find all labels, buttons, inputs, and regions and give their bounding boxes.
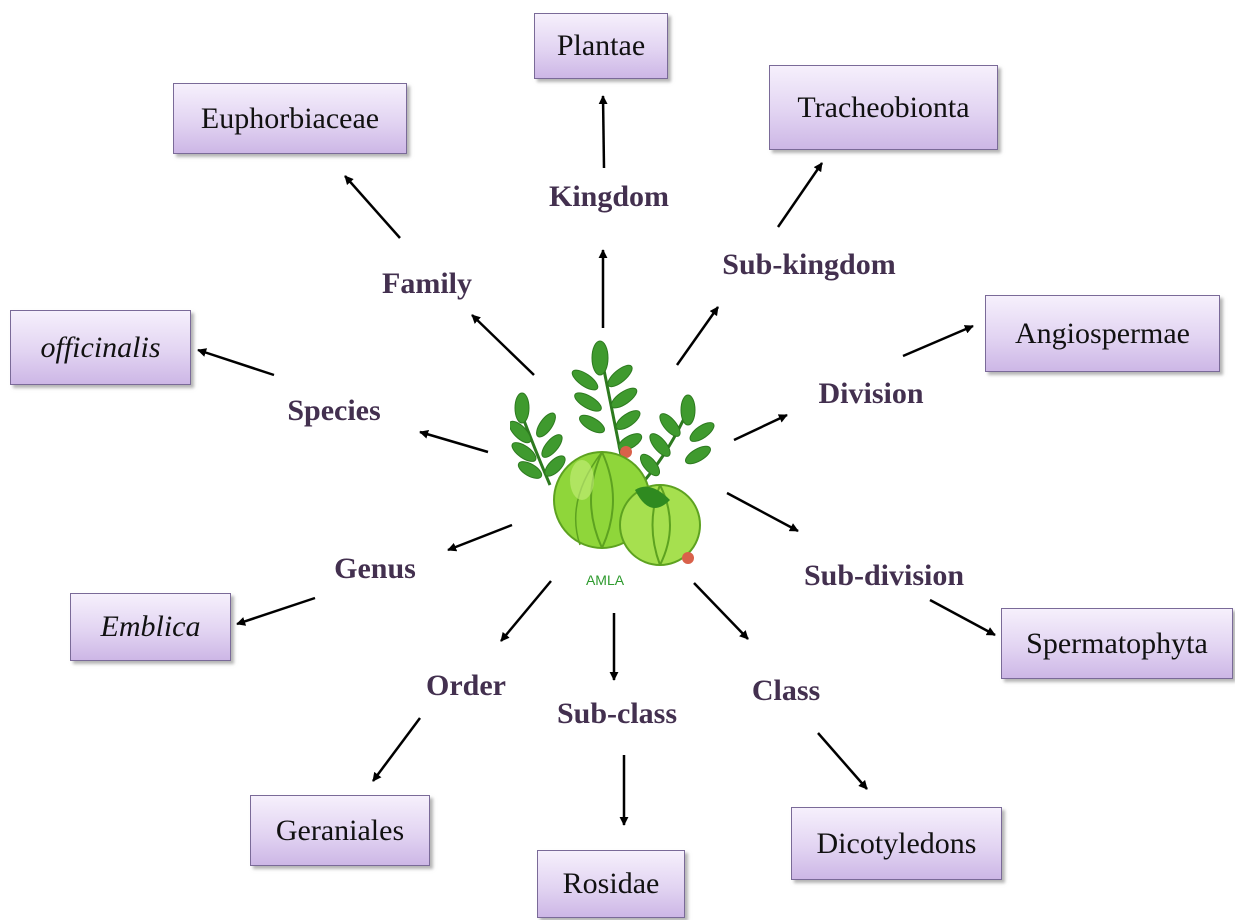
value-box-rosidae: Rosidae	[537, 850, 685, 918]
arrow-class-to-dicotyledons	[818, 733, 867, 789]
arrow-center-to-species	[420, 432, 488, 452]
rank-label-sub-division: Sub-division	[804, 559, 964, 593]
rank-label-kingdom: Kingdom	[549, 180, 669, 214]
leaf-branch-center	[569, 341, 644, 460]
rank-label-sub-class: Sub-class	[557, 697, 677, 731]
value-box-emblica: Emblica	[70, 593, 231, 661]
value-box-angiospermae: Angiospermae	[985, 295, 1220, 372]
value-box-dicotyledons: Dicotyledons	[791, 807, 1002, 880]
arrow-genus-to-emblica	[237, 598, 315, 624]
value-box-spermatophyta: Spermatophyta	[1001, 608, 1233, 679]
rank-label-genus: Genus	[334, 552, 416, 586]
rank-label-family: Family	[382, 267, 472, 301]
rank-label-species: Species	[287, 394, 380, 428]
value-box-euphorbiaceae: Euphorbiaceae	[173, 83, 407, 154]
leaf-branch-right	[637, 395, 717, 480]
arrow-center-to-genus	[448, 525, 512, 550]
berry-bottom	[682, 552, 694, 564]
arrow-family-to-euphorbiaceae	[345, 176, 400, 238]
rank-label-class: Class	[752, 674, 820, 708]
arrow-center-to-division	[734, 415, 787, 440]
arrow-species-to-officinalis	[198, 350, 274, 375]
arrow-division-to-angiospermae	[903, 326, 973, 356]
center-caption: AMLA	[586, 572, 625, 588]
arrow-sub-division-to-spermatophyta	[930, 600, 995, 635]
rank-label-sub-kingdom: Sub-kingdom	[722, 248, 895, 282]
rank-label-division: Division	[818, 377, 923, 411]
value-box-officinalis: officinalis	[10, 310, 191, 385]
leaf-branch-left	[510, 393, 568, 485]
value-box-geraniales: Geraniales	[250, 795, 430, 866]
arrow-kingdom-to-plantae	[603, 96, 604, 168]
arrow-sub-kingdom-to-tracheobionta	[778, 163, 822, 227]
value-box-tracheobionta: Tracheobionta	[769, 65, 998, 150]
value-box-plantae: Plantae	[534, 13, 668, 79]
arrow-order-to-geraniales	[373, 718, 420, 781]
rank-label-order: Order	[426, 669, 506, 703]
amla-fruit-plant-icon: AMLA	[510, 340, 740, 595]
